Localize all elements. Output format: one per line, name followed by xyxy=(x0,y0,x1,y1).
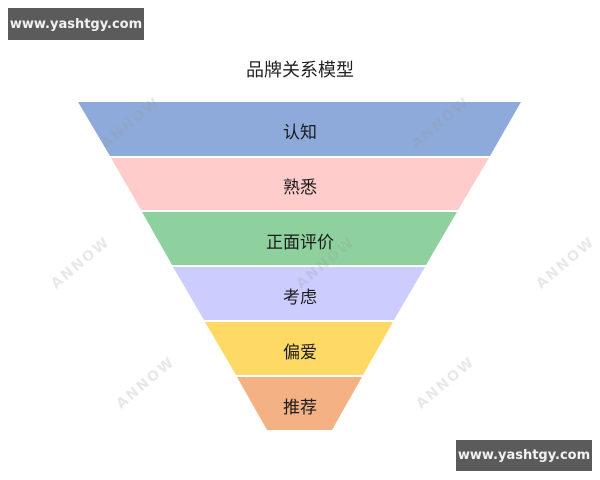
funnel-band-preference xyxy=(205,322,393,375)
stage-label-positive-review: 正面评价 xyxy=(266,233,334,253)
watermark-badge-bottom: www.yashtgy.com xyxy=(456,440,592,471)
stage-label-familiarity: 熟悉 xyxy=(283,178,317,198)
watermark-badge-top: www.yashtgy.com xyxy=(8,8,144,40)
funnel-band-familiarity xyxy=(111,158,489,210)
funnel-band-awareness xyxy=(78,102,521,156)
diagram-title: 品牌关系模型 xyxy=(246,60,354,81)
stage-label-consideration: 考虑 xyxy=(283,288,317,308)
stage-label-preference: 偏爱 xyxy=(283,343,317,363)
funnel-band-consideration xyxy=(173,267,425,320)
stage-label-recommendation: 推荐 xyxy=(283,398,317,418)
funnel-band-positive-review xyxy=(142,212,457,265)
stage-label-awareness: 认知 xyxy=(283,123,317,143)
funnel-band-recommendation xyxy=(237,377,362,430)
